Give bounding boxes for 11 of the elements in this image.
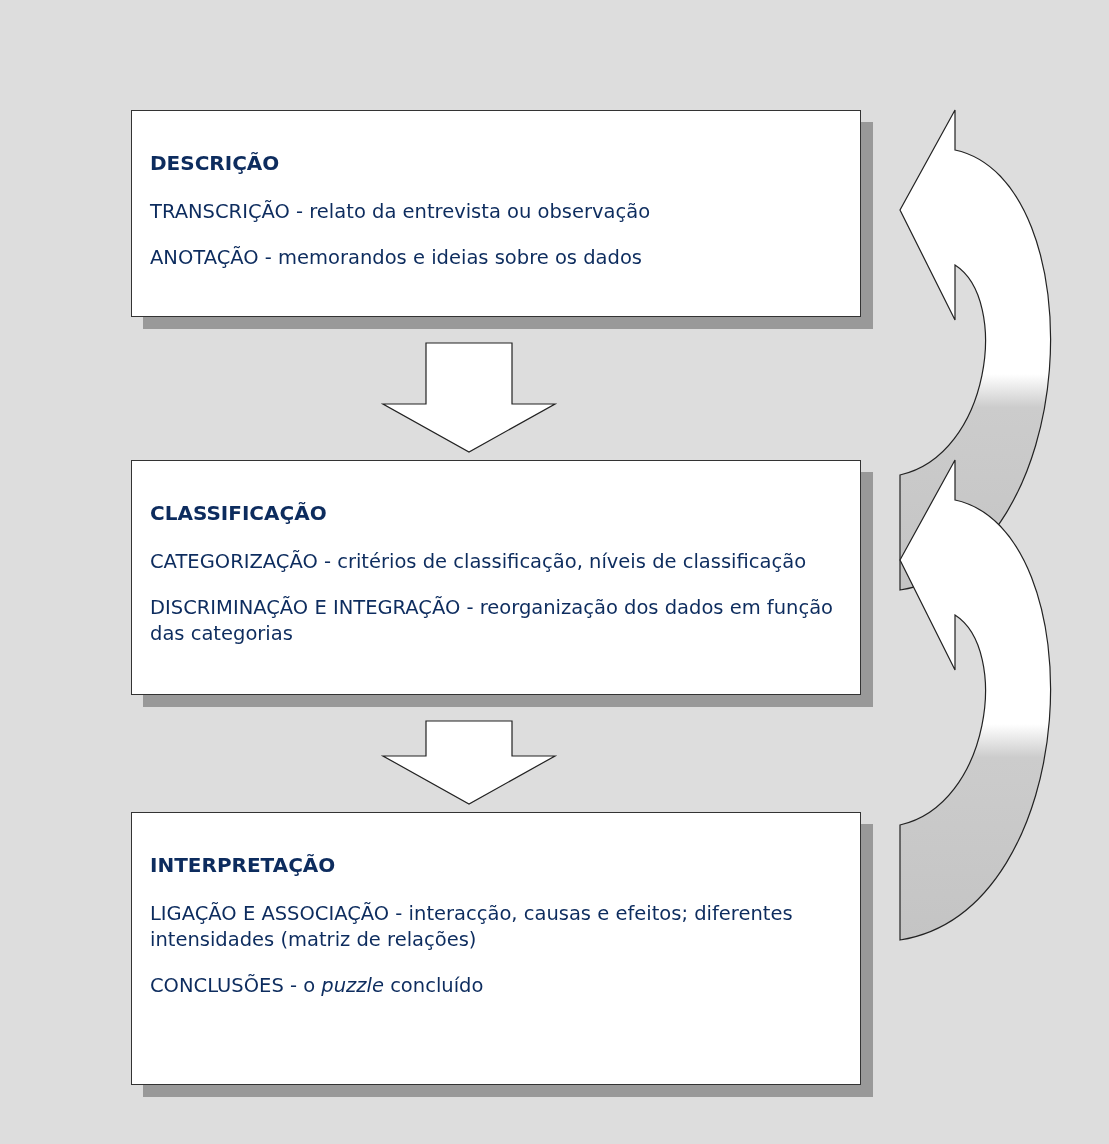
box-heading: CLASSIFICAÇÃO xyxy=(150,501,328,525)
block-arrow xyxy=(380,342,558,453)
box-text: ANOTAÇÃO - memorandos e ideias sobre os dados xyxy=(150,245,644,271)
block-arrow xyxy=(380,720,558,805)
box-text: LIGAÇÃO E ASSOCIAÇÃO - interacção, causas e efeitos; diferentes intensidades (matriz de relações) xyxy=(150,901,794,953)
box-heading: DESCRIÇÃO xyxy=(150,151,281,175)
box-text: DISCRIMINAÇÃO E INTEGRAÇÃO - reorganização dos dados em função das categorias xyxy=(150,595,835,647)
box-text: CATEGORIZAÇÃO - critérios de classificação, níveis de classificação xyxy=(150,549,808,575)
box-heading: INTERPRETAÇÃO xyxy=(150,853,337,877)
box-text: TRANSCRIÇÃO - relato da entrevista ou observação xyxy=(150,199,652,225)
box-text: CONCLUSÕES - o puzzle concluído xyxy=(150,973,485,999)
